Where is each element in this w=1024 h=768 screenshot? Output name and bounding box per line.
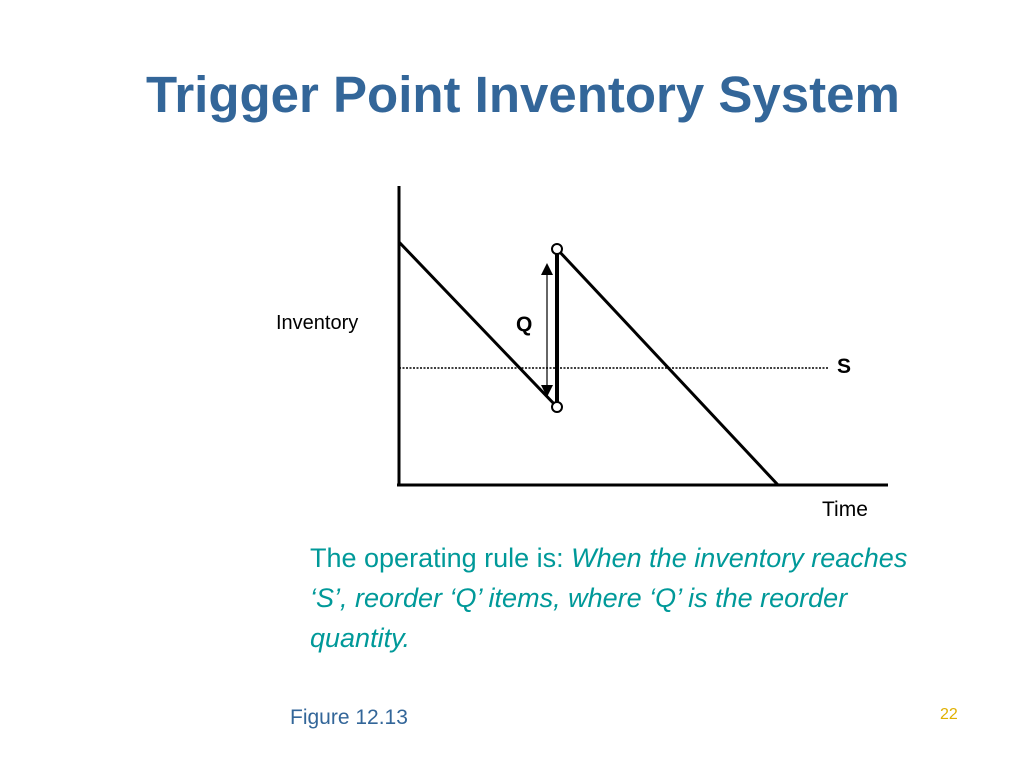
- operating-rule: The operating rule is: When the inventor…: [310, 538, 930, 658]
- replenishment-bottom-marker: [551, 401, 563, 413]
- reorder-quantity-label: Q: [516, 313, 533, 336]
- replenishment-top-marker: [551, 243, 563, 255]
- inventory-depletion-line-2: [555, 247, 780, 487]
- operating-rule-statement: When the inventory reaches ‘S’, reorder …: [310, 543, 908, 653]
- inventory-depletion-line-1: [397, 240, 559, 409]
- page-number: 22: [940, 706, 958, 723]
- slide-title: Trigger Point Inventory System: [146, 66, 900, 123]
- x-axis-label: Time: [822, 498, 868, 521]
- operating-rule-lead: The operating rule is:: [310, 543, 572, 573]
- reorder-quantity-arrowhead-down: [541, 385, 553, 397]
- trigger-level-label: S: [837, 355, 852, 378]
- figure-reference: Figure 12.13: [290, 706, 408, 729]
- y-axis-label: Inventory: [276, 312, 359, 334]
- reorder-quantity-arrowhead-up: [541, 263, 553, 275]
